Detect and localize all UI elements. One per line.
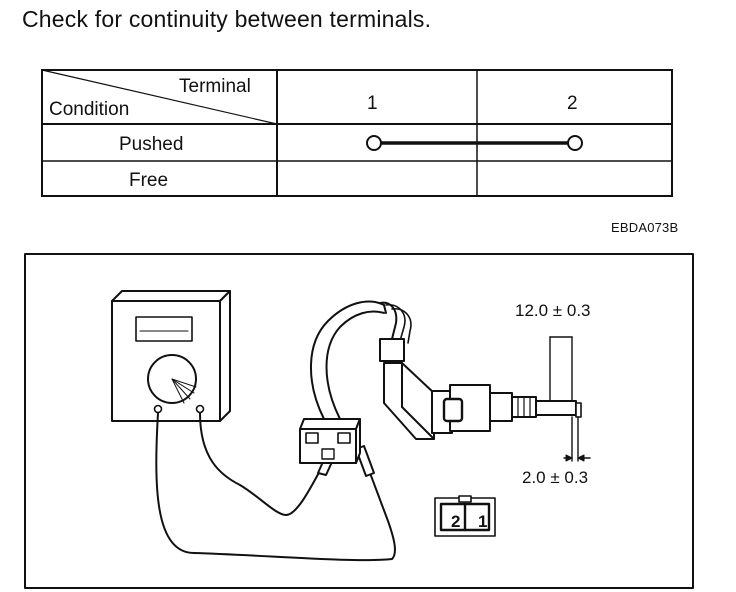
test-diagram: 12.0 ± 0.3 2.0 ± 0.3 2 1 [24, 253, 694, 589]
instruction-heading: Check for continuity between terminals. [22, 6, 432, 32]
switch-connector-view-icon [434, 495, 496, 537]
terminal-2-header: 2 [567, 93, 578, 114]
dimension-top-label: 12.0 ± 0.3 [515, 301, 591, 320]
meter-lead-right [199, 412, 323, 516]
diagram-frame [24, 253, 694, 589]
row-condition-pushed: Pushed [119, 134, 184, 155]
continuity-node-terminal-2 [567, 135, 583, 151]
dimension-lines [549, 336, 591, 462]
header-condition-label: Condition [49, 99, 130, 120]
multimeter-icon [111, 290, 231, 422]
table-grid [41, 69, 673, 197]
continuity-table: Terminal Condition 1 2 Pushed Free [41, 69, 673, 197]
dimension-bottom-label: 2.0 ± 0.3 [522, 468, 589, 487]
header-diagonal [41, 69, 278, 125]
meter-lead-left [155, 412, 396, 562]
connector-pin-2: 2 [451, 512, 461, 531]
continuity-node-terminal-1 [366, 135, 382, 151]
row-condition-free: Free [129, 170, 169, 191]
figure-code: EBDA073B [611, 220, 679, 235]
header-terminal-label: Terminal [179, 76, 251, 97]
continuity-line-pushed [366, 135, 583, 151]
brake-switch-icon [379, 338, 582, 440]
connector-pin-1: 1 [478, 512, 488, 531]
terminal-1-header: 1 [367, 93, 378, 114]
harness-connector [299, 418, 361, 464]
